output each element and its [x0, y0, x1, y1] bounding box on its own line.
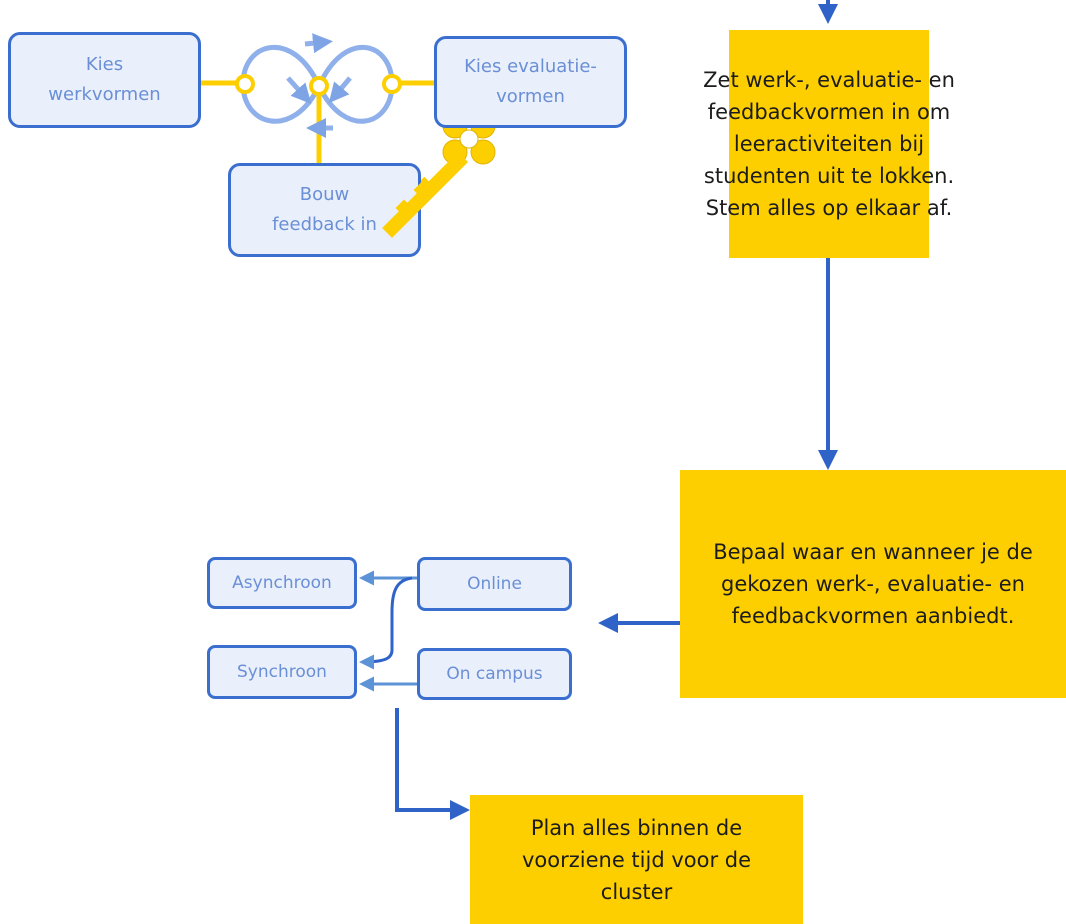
- step-box-1: Zet werk-, evaluatie- en feedbackvormen …: [703, 30, 955, 258]
- box-label: vormen: [496, 86, 565, 107]
- box-kies-evaluatievormen: Kies evaluatie- vormen: [434, 36, 627, 128]
- box-kies-werkvormen: Kies werkvormen: [8, 32, 201, 128]
- cycle-nodes: [235, 74, 402, 96]
- box-label: werkvormen: [48, 84, 161, 105]
- flow-arrows: [395, 0, 838, 820]
- option-synchroon: Synchroon: [207, 645, 357, 699]
- option-online: Online: [417, 557, 572, 611]
- box-label: feedback in: [272, 214, 377, 235]
- step-line: feedbackvormen aanbiedt.: [731, 604, 1015, 628]
- box-label: Bouw: [299, 184, 350, 205]
- option-label: Asynchroon: [232, 573, 332, 593]
- step-line: Plan alles binnen de: [530, 815, 743, 840]
- step-line: gekozen werk-, evaluatie- en: [721, 572, 1025, 596]
- option-label: On campus: [446, 664, 543, 684]
- step-box-2: Bepaal waar en wanneer je de gekozen wer…: [680, 470, 1066, 698]
- option-label: Online: [467, 574, 522, 594]
- box-bouw-feedback: Bouw feedback in: [228, 163, 421, 257]
- step-line: voorziene tijd voor de: [521, 847, 752, 872]
- box-label: Kies evaluatie-: [464, 56, 597, 77]
- step-line: studenten uit te lokken.: [703, 164, 955, 188]
- step-line: Zet werk-, evaluatie- en: [703, 68, 955, 92]
- box-label: Kies: [85, 54, 124, 75]
- step-line: feedbackvormen in om: [707, 100, 951, 124]
- step-line: cluster: [600, 879, 673, 904]
- step-line: Bepaal waar en wanneer je de: [713, 540, 1033, 564]
- step-line: leeractiviteiten bij: [733, 132, 925, 156]
- option-on-campus: On campus: [417, 648, 572, 700]
- step-box-3: Plan alles binnen de voorziene tijd voor…: [470, 795, 803, 924]
- option-asynchroon: Asynchroon: [207, 557, 357, 609]
- option-connectors: [359, 570, 418, 692]
- option-label: Synchroon: [237, 662, 327, 682]
- step-line: Stem alles op elkaar af.: [705, 196, 953, 220]
